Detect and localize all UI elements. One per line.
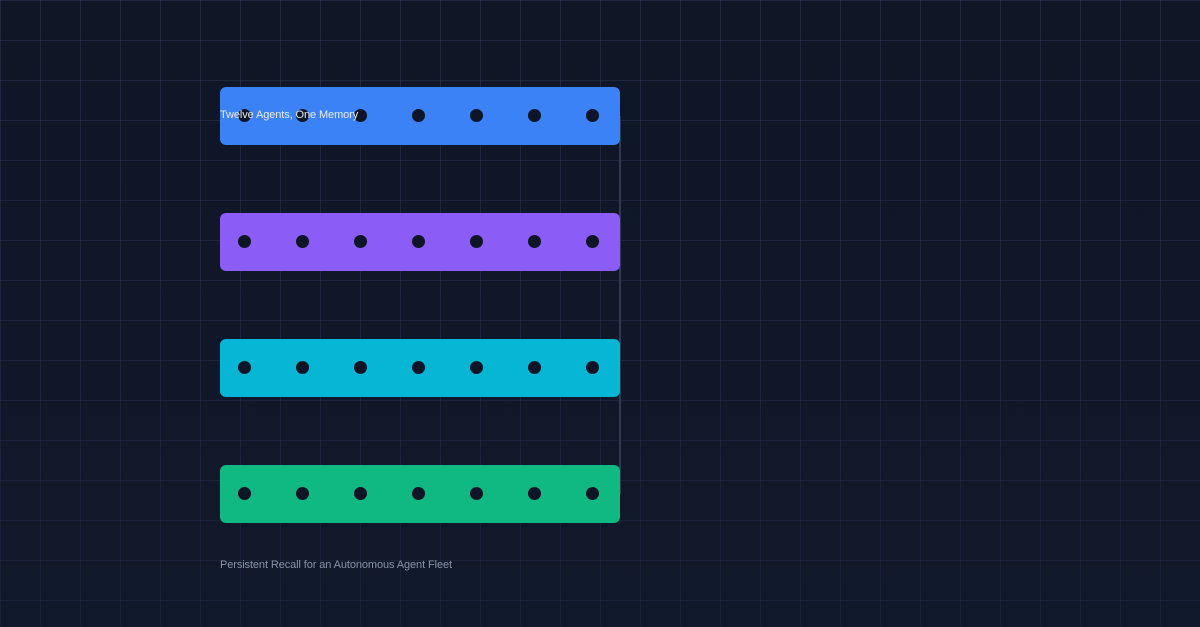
agent-node-dot (238, 361, 251, 374)
agent-node-dot (528, 487, 541, 500)
agent-node-dot (412, 109, 425, 122)
agent-node-dot (238, 235, 251, 248)
agent-node-dot (586, 361, 599, 374)
agent-node-dot (470, 235, 483, 248)
vertical-connector-line (619, 116, 621, 494)
agent-node-dot (354, 109, 367, 122)
agent-node-dot (296, 235, 309, 248)
graphic-title: Twelve Agents, One Memory (220, 109, 359, 121)
agent-node-dot (470, 487, 483, 500)
agent-node-dot (354, 235, 367, 248)
agent-bar (220, 339, 620, 397)
agent-node-dot (528, 235, 541, 248)
agent-node-dot (412, 487, 425, 500)
agent-node-dot (412, 235, 425, 248)
agent-node-dot (470, 109, 483, 122)
agent-node-dot (528, 109, 541, 122)
agent-bar (220, 87, 620, 145)
graphic-subtitle: Persistent Recall for an Autonomous Agen… (220, 559, 452, 571)
agent-node-dot (238, 487, 251, 500)
agent-node-dot (296, 487, 309, 500)
agent-node-dot (354, 487, 367, 500)
agent-node-dot (296, 361, 309, 374)
agent-node-dot (470, 361, 483, 374)
agent-node-dot (586, 109, 599, 122)
agent-node-dot (354, 361, 367, 374)
agent-node-dot (528, 361, 541, 374)
agent-node-dot (586, 487, 599, 500)
agent-node-dot (238, 109, 251, 122)
agent-bar (220, 213, 620, 271)
agent-node-dot (586, 235, 599, 248)
agent-node-dot (296, 109, 309, 122)
agent-bar (220, 465, 620, 523)
agent-node-dot (412, 361, 425, 374)
